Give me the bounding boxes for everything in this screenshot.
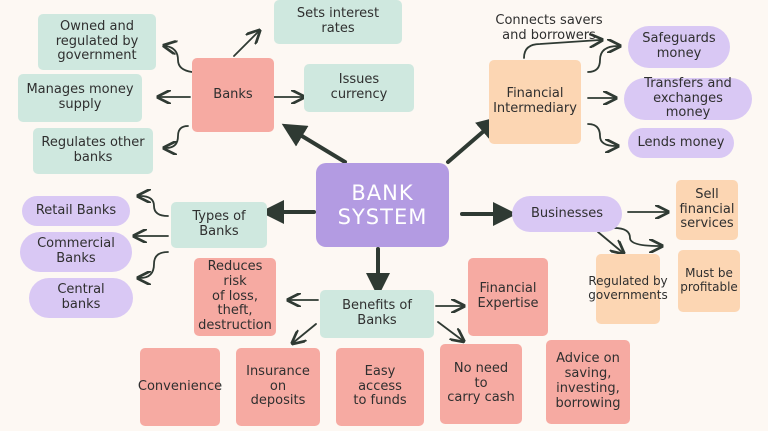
easy-access-node: Easy access to funds bbox=[336, 348, 424, 426]
arrow-ben-nocash bbox=[437, 321, 462, 340]
businesses-node: Businesses bbox=[512, 196, 622, 232]
arrow-types-retail bbox=[140, 196, 169, 217]
arrow-ben-convenience bbox=[294, 323, 317, 342]
lends-money-node: Lends money bbox=[628, 128, 734, 158]
arrow-int-connects bbox=[523, 40, 600, 59]
arrow-bus-regulated bbox=[597, 231, 622, 252]
center-node: BANK SYSTEM bbox=[316, 163, 449, 247]
banks-node: Banks bbox=[192, 58, 274, 132]
insurance-node: Insurance on deposits bbox=[236, 348, 320, 426]
arrow-bus-profitable bbox=[613, 227, 660, 246]
transfers-node: Transfers and exchanges money bbox=[624, 76, 752, 120]
no-need-cash-node: No need to carry cash bbox=[440, 344, 522, 424]
arrow-to-intermediary bbox=[446, 116, 502, 164]
issues-currency-node: Issues currency bbox=[304, 64, 414, 112]
convenience-node: Convenience bbox=[138, 348, 222, 426]
regulated-governments-node: Regulated by governments bbox=[588, 254, 668, 324]
regulates-banks-node: Regulates other banks bbox=[33, 128, 153, 174]
connects-savers-node: Connects savers and borrowers bbox=[495, 13, 603, 43]
manages-money-node: Manages money supply bbox=[18, 74, 142, 122]
commercial-banks-node: Commercial Banks bbox=[20, 232, 132, 272]
sell-services-node: Sell financial services bbox=[676, 180, 738, 240]
owned-regulated-node: Owned and regulated by government bbox=[38, 14, 156, 70]
types-of-banks-node: Types of Banks bbox=[171, 202, 267, 248]
sets-interest-node: Sets interest rates bbox=[274, 0, 402, 44]
must-be-profitable-node: Must be profitable bbox=[678, 250, 740, 312]
reduces-risk-node: Reduces risk of loss, theft, destruction bbox=[194, 258, 276, 336]
safeguards-node: Safeguards money bbox=[628, 26, 730, 68]
retail-banks-node: Retail Banks bbox=[22, 196, 130, 226]
arrow-banks-regulates bbox=[166, 125, 189, 148]
arrow-banks-owned bbox=[166, 46, 193, 73]
advice-node: Advice on saving, investing, borrowing bbox=[546, 340, 630, 424]
arrow-int-lends bbox=[587, 123, 616, 146]
financial-expertise-node: Financial Expertise bbox=[468, 258, 548, 336]
arrow-to-banks bbox=[281, 123, 347, 164]
benefits-node: Benefits of Banks bbox=[320, 290, 434, 338]
arrow-int-safeguards bbox=[587, 46, 618, 73]
financial-intermediary-node: Financial Intermediary bbox=[489, 60, 581, 144]
arrow-banks-sets bbox=[233, 32, 258, 57]
central-banks-node: Central banks bbox=[29, 278, 133, 318]
arrow-types-central bbox=[140, 251, 169, 278]
